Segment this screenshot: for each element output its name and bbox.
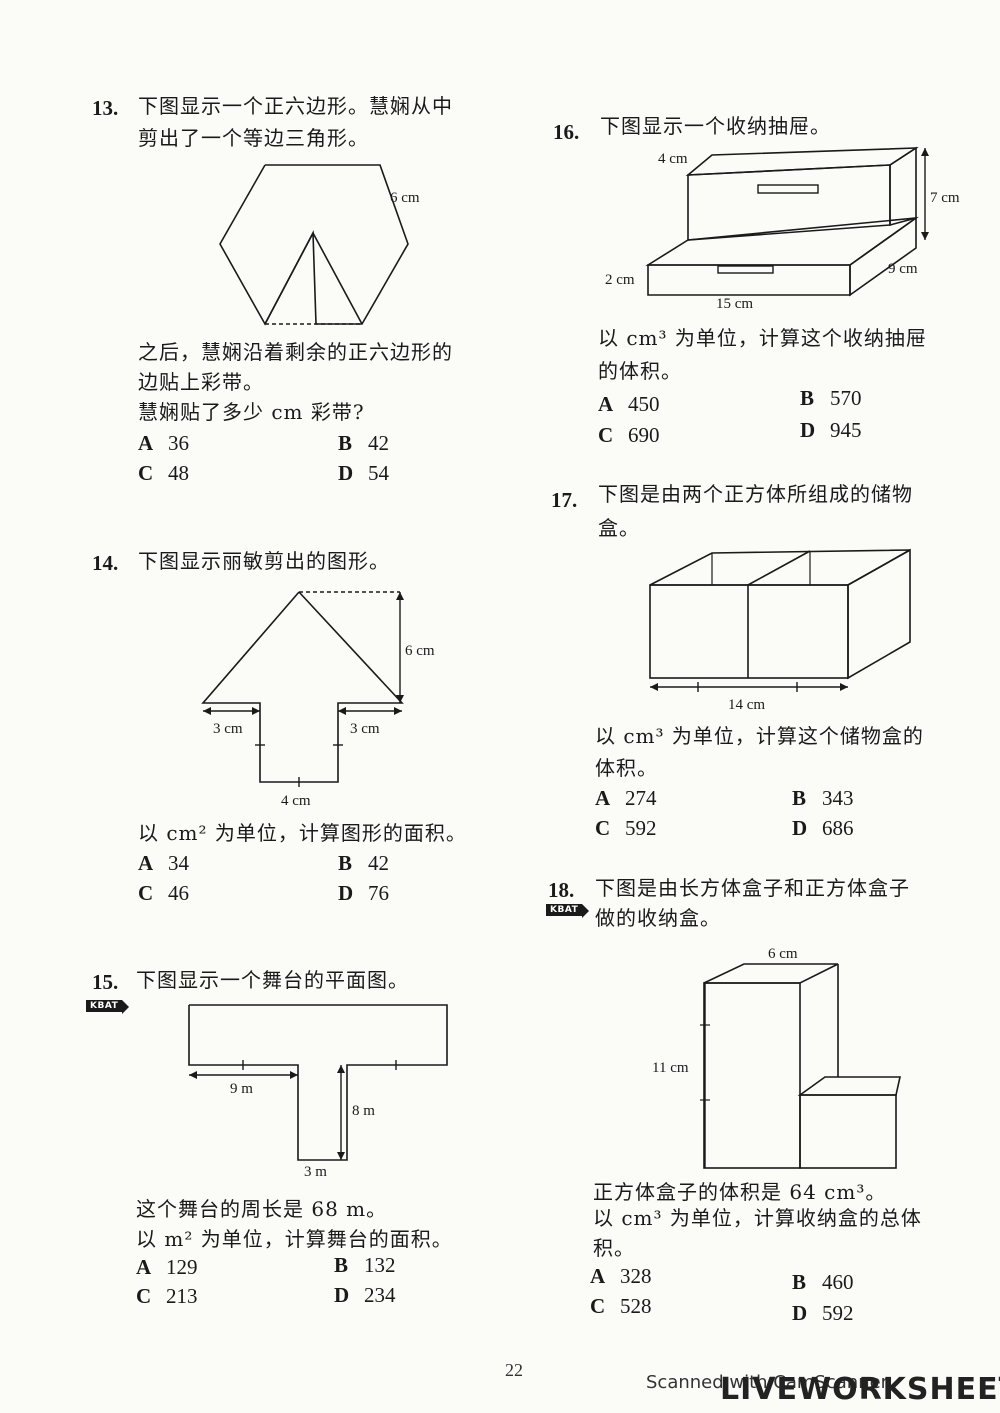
q18-prompt-line2: 以 cm³ 为单位，计算收纳盒的总体 (593, 1206, 922, 1230)
scanned-watermark: Scanned with CamScanner (646, 1372, 889, 1393)
q13-after-line1: 之后，慧娴沿着剩余的正六边形的 (138, 340, 453, 364)
q14-right-label: 3 cm (350, 721, 380, 737)
liveworksheets-logo: LIVEWORKSHEETS (720, 1372, 1000, 1407)
q18-text-line1: 下图是由长方体盒子和正方体盒子 (595, 876, 910, 900)
q16-text-line1: 下图显示一个收纳抽屉。 (600, 114, 831, 138)
q16-depth-label: 9 cm (888, 261, 918, 277)
q14-left-label: 3 cm (213, 721, 243, 737)
q13-after-line3: 慧娴贴了多少 cm 彩带? (138, 400, 365, 424)
q13-after-line2: 边贴上彩带。 (138, 370, 264, 394)
q16-top-label: 4 cm (658, 151, 688, 167)
q15-left-label: 9 m (230, 1081, 253, 1097)
q17-number: 17. (551, 488, 578, 512)
q18-text-line2: 做的收纳盒。 (595, 906, 721, 930)
q17-text-line1: 下图是由两个正方体所组成的储物 (598, 482, 913, 506)
q14-height-label: 6 cm (405, 643, 435, 659)
q15-prompt-line2: 以 m² 为单位，计算舞台的面积。 (136, 1227, 453, 1251)
q16-number: 16. (553, 120, 580, 144)
q14-text-line1: 下图显示丽敏剪出的图形。 (138, 549, 390, 573)
q14-prompt: 以 cm² 为单位，计算图形的面积。 (138, 821, 467, 845)
q18-storage-box-figure: 6 cm 11 cm (652, 946, 901, 1169)
q15-prompt-line1: 这个舞台的周长是 68 m。 (136, 1197, 388, 1221)
q13-number: 13. (92, 96, 119, 120)
q13-text-line1: 下图显示一个正六边形。慧娴从中 (138, 94, 453, 118)
q13-hexagon-figure: 6 cm (219, 164, 420, 326)
q16-left-label: 2 cm (605, 272, 635, 288)
q14-arrow-figure: 6 cm 3 cm 3 cm 4 cm (201, 591, 435, 809)
q15-stage-figure: 9 m 8 m 3 m (188, 1004, 448, 1180)
q14-number: 14. (92, 551, 119, 575)
q15-height-label: 8 m (352, 1103, 375, 1119)
q18-prompt-line3: 积。 (593, 1236, 635, 1260)
q18-kbat-badge: KBAT (546, 904, 590, 918)
q18-height-label: 11 cm (652, 1060, 689, 1076)
q18-number: 18. (548, 878, 575, 902)
q17-prompt-line1: 以 cm³ 为单位，计算这个储物盒的 (595, 724, 924, 748)
q13-text-line2: 剪出了一个等边三角形。 (138, 126, 369, 150)
page-number: 22 (505, 1360, 523, 1380)
q13-side-label: 6 cm (390, 190, 420, 206)
q18-prompt-line1: 正方体盒子的体积是 64 cm³。 (593, 1180, 887, 1204)
q16-prompt-line1: 以 cm³ 为单位，计算这个收纳抽屉 (598, 326, 927, 350)
q16-length-label: 15 cm (716, 296, 753, 312)
q15-kbat-badge: KBAT (86, 1000, 130, 1014)
q15-number: 15. (92, 970, 119, 994)
q15-bottom-label: 3 m (304, 1164, 327, 1180)
q17-text-line2: 盒。 (598, 516, 640, 540)
q16-drawer-figure: 4 cm 7 cm 2 cm 9 cm 15 cm (605, 146, 960, 312)
q17-length-label: 14 cm (728, 697, 765, 713)
q16-height-label: 7 cm (930, 190, 960, 206)
q18-top-label: 6 cm (768, 946, 798, 962)
q15-text-line1: 下图显示一个舞台的平面图。 (136, 968, 409, 992)
q17-cube-box-figure: 14 cm (649, 548, 911, 713)
q16-prompt-line2: 的体积。 (598, 359, 682, 383)
q17-prompt-line2: 体积。 (595, 756, 658, 780)
q14-bottom-label: 4 cm (281, 793, 311, 809)
